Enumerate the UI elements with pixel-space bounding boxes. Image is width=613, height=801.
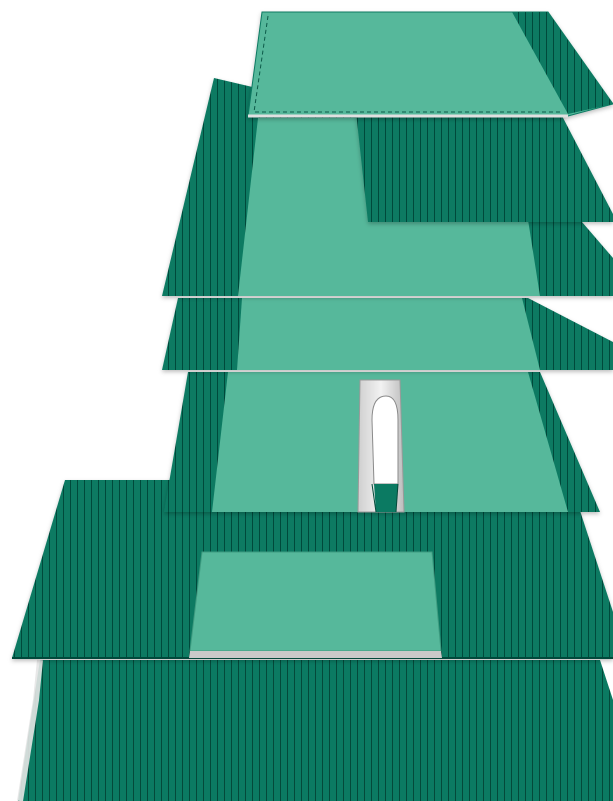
layer-5-slot-channel (358, 380, 404, 512)
layer-1-panel (248, 12, 613, 116)
layer-2-panel (356, 112, 613, 222)
layer-4-panel (162, 298, 613, 370)
layer-6-insert-board (189, 552, 442, 658)
layer-7-base-panel (18, 660, 613, 801)
